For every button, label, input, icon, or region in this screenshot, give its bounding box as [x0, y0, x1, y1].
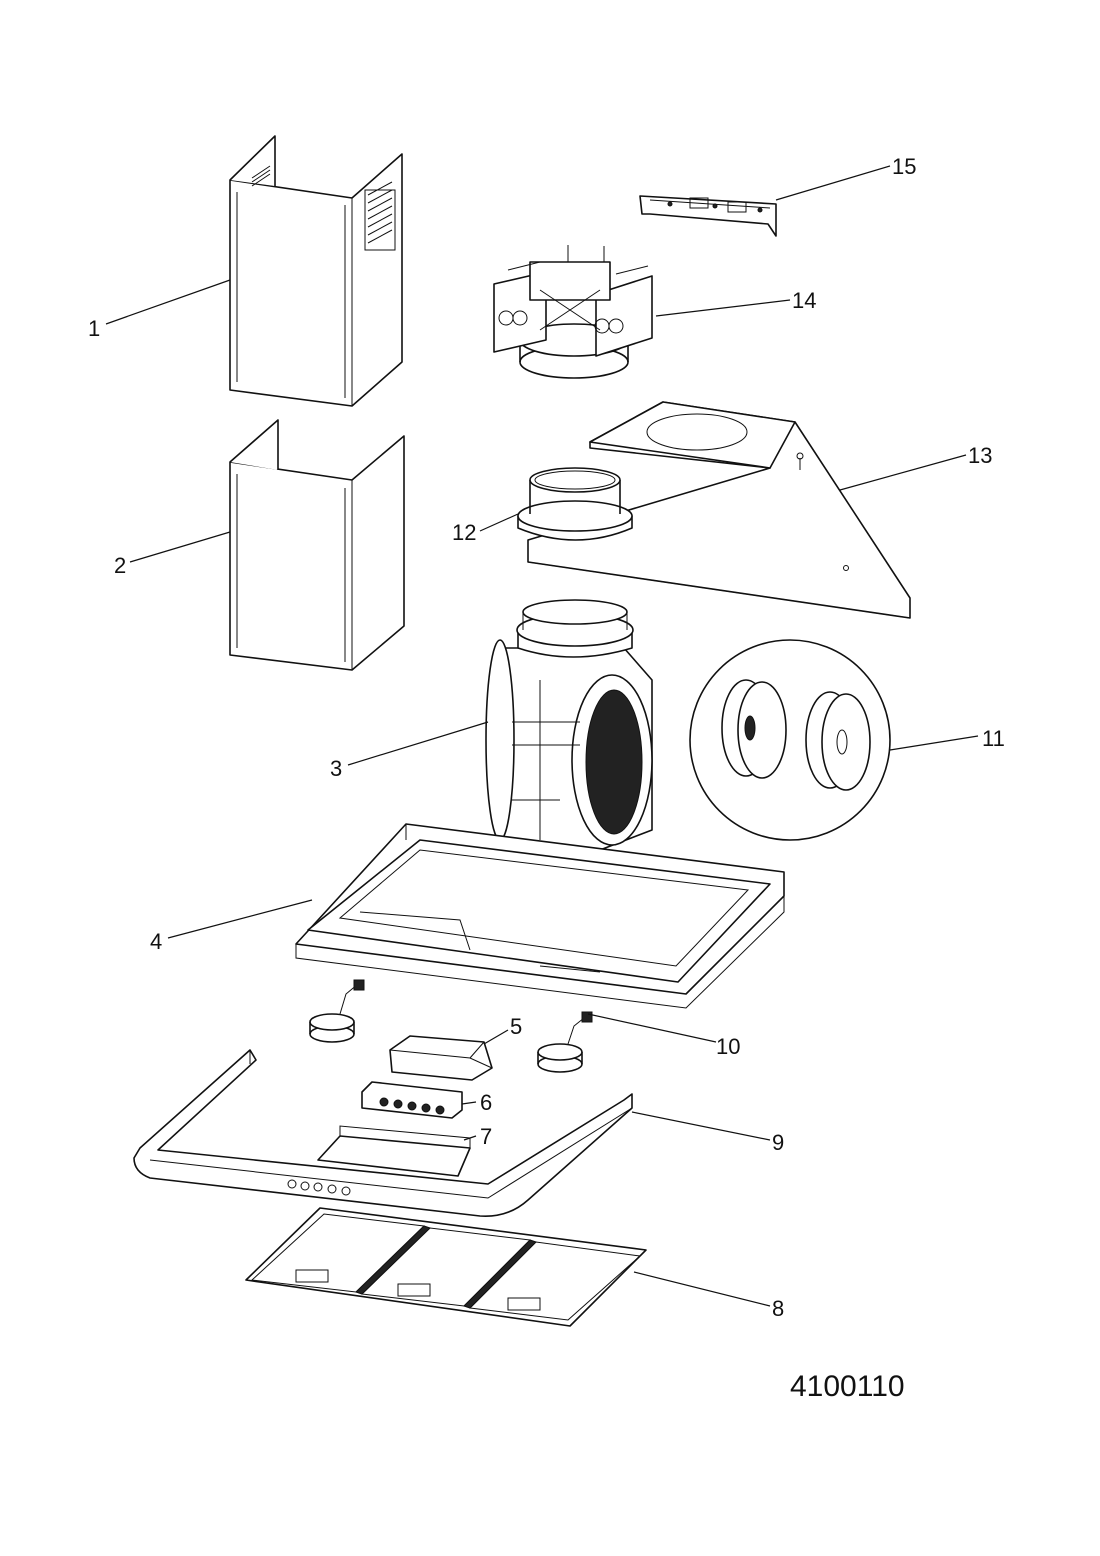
- callout-15: 15: [892, 154, 916, 179]
- part-9-front-frame: [133, 1049, 633, 1217]
- part-2-lower-chimney: [229, 419, 405, 671]
- part-10-light-left: [309, 979, 365, 1043]
- callout-labels: 1 2 3 4 5 6 7 8 9 10 11 12 13 14 15: [88, 154, 1005, 1321]
- drawing-code: 4100110: [790, 1370, 905, 1403]
- callout-1: 1: [88, 316, 100, 341]
- part-1-upper-chimney: [229, 135, 403, 407]
- part-6-switch: [361, 1081, 463, 1119]
- callout-10: 10: [716, 1034, 740, 1059]
- callout-11: 11: [982, 726, 1005, 751]
- part-10-light-right: [537, 1011, 593, 1073]
- callout-4: 4: [150, 929, 162, 954]
- callout-8: 8: [772, 1296, 784, 1321]
- part-4-chassis: [295, 823, 785, 1009]
- callout-14: 14: [792, 288, 816, 313]
- callout-12: 12: [452, 520, 476, 545]
- callout-13: 13: [968, 443, 992, 468]
- vent-slots: [251, 165, 396, 251]
- part-7-bracket: [317, 1125, 471, 1177]
- part-11-carbon-filters: [689, 639, 891, 841]
- part-14-motor-assembly: [493, 245, 653, 379]
- callout-3: 3: [330, 756, 342, 781]
- part-5-module: [389, 1035, 493, 1081]
- callout-6: 6: [480, 1090, 492, 1115]
- part-12-duct-collar: [517, 467, 633, 541]
- part-15-bracket: [639, 195, 777, 237]
- part-8-grease-filters: [245, 1207, 647, 1327]
- callout-5: 5: [510, 1014, 522, 1039]
- leader-lines: [105, 165, 979, 1307]
- part-13-frame-plate: [527, 401, 911, 619]
- callout-9: 9: [772, 1130, 784, 1155]
- callout-2: 2: [114, 553, 126, 578]
- callout-7: 7: [480, 1124, 492, 1149]
- part-3-blower: [485, 599, 653, 851]
